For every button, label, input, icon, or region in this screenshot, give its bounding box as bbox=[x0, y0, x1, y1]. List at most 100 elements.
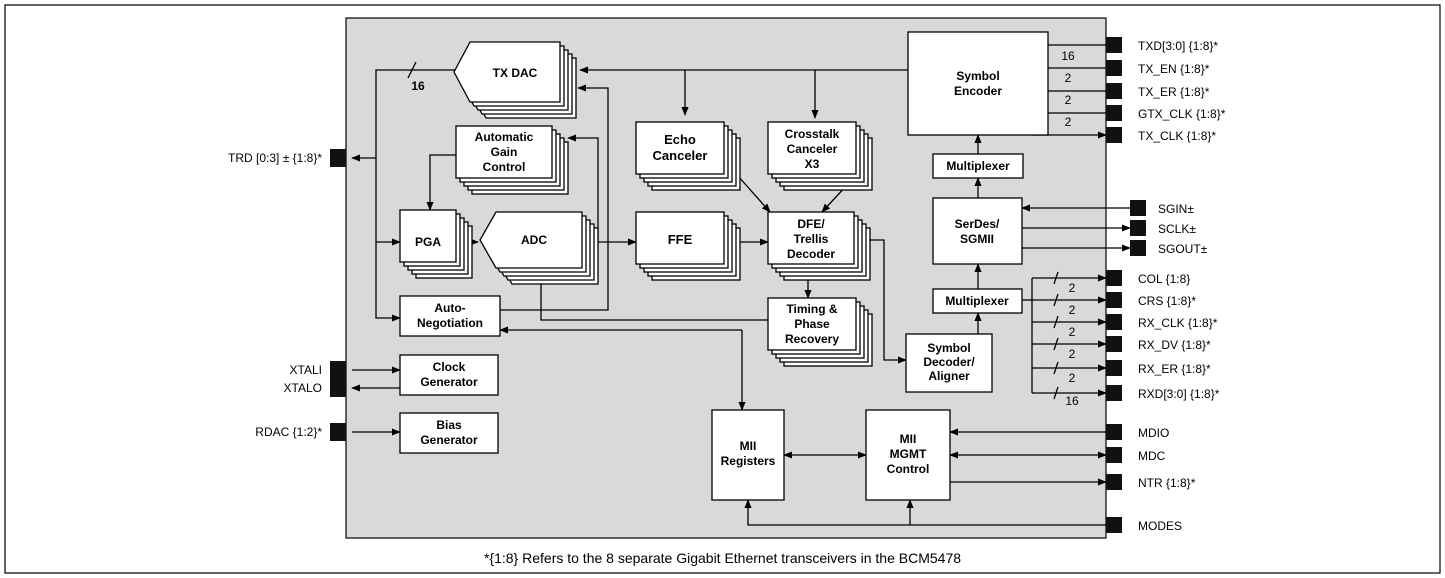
adc-block: ADC bbox=[479, 211, 599, 285]
sym-dec-line1: Symbol bbox=[927, 341, 970, 355]
pin-label-xtali: XTALI bbox=[290, 363, 322, 377]
sym-dec-line3: Aligner bbox=[928, 369, 970, 383]
left-pins: TRD [0:3] ± {1:8}* XTALI XTALO RDAC {1:2… bbox=[228, 149, 346, 441]
mii-registers-block: MII Registers bbox=[711, 409, 785, 501]
pin-xtalo bbox=[330, 379, 346, 397]
tx-dac-block: TX DAC bbox=[453, 41, 577, 119]
pin-rdac bbox=[330, 423, 346, 441]
mii-mgmt-block: MII MGMT Control bbox=[865, 409, 951, 501]
bias-generator-block: Bias Generator bbox=[399, 412, 499, 454]
pin-label-rx-dv: RX_DV {1:8}* bbox=[1138, 338, 1211, 352]
pin-ntr bbox=[1106, 474, 1122, 490]
autoneg-line2: Negotiation bbox=[417, 316, 483, 330]
mii-reg-line2: Registers bbox=[721, 454, 776, 468]
sym-enc-line1: Symbol bbox=[956, 69, 999, 83]
pin-label-gtx-clk: GTX_CLK {1:8}* bbox=[1138, 107, 1226, 121]
bus-width-rx-clk: 2 bbox=[1069, 325, 1076, 339]
dfe-line1: DFE/ bbox=[797, 217, 825, 231]
pin-label-tx-en: TX_EN {1:8}* bbox=[1138, 62, 1210, 76]
clockgen-line1: Clock bbox=[433, 360, 466, 374]
pin-tx-er bbox=[1106, 83, 1122, 99]
pin-label-sclk: SCLK± bbox=[1158, 222, 1196, 236]
agc-line3: Control bbox=[483, 160, 526, 174]
pin-label-sgout: SGOUT± bbox=[1158, 242, 1208, 256]
bus-width-tx-dac: 16 bbox=[411, 79, 425, 93]
ffe-block: FFE bbox=[635, 211, 741, 281]
adc-label: ADC bbox=[521, 233, 547, 247]
pin-label-col: COL {1:8} bbox=[1138, 272, 1190, 286]
timing-line1: Timing & bbox=[786, 302, 837, 316]
pin-label-rx-er: RX_ER {1:8}* bbox=[1138, 362, 1211, 376]
pin-mdio bbox=[1106, 424, 1122, 440]
bus-width-labels: 16 16 2 2 2 2 2 2 2 2 16 bbox=[411, 49, 1079, 408]
biasgen-line2: Generator bbox=[420, 433, 478, 447]
pin-crs bbox=[1106, 292, 1122, 308]
biasgen-line1: Bias bbox=[436, 418, 462, 432]
multiplexer-bottom-block: Multiplexer bbox=[932, 288, 1023, 314]
pin-rx-er bbox=[1106, 360, 1122, 376]
mux-bot-label: Multiplexer bbox=[945, 294, 1009, 308]
bus-width-rx-dv: 2 bbox=[1069, 347, 1076, 361]
pin-rxd bbox=[1106, 385, 1122, 401]
bus-width-crs: 2 bbox=[1069, 303, 1076, 317]
pin-label-rxd: RXD[3:0] {1:8}* bbox=[1138, 387, 1220, 401]
pin-sgout bbox=[1130, 240, 1146, 256]
tx-dac-label: TX DAC bbox=[493, 66, 538, 80]
clock-generator-block: Clock Generator bbox=[399, 354, 499, 396]
mii-mgmt-line2: MGMT bbox=[890, 447, 927, 461]
crosstalk-canceler-block: Crosstalk Canceler X3 bbox=[767, 121, 873, 191]
bus-width-gtx-clk: 2 bbox=[1065, 115, 1072, 129]
pin-label-mdc: MDC bbox=[1138, 449, 1166, 463]
pin-txd bbox=[1106, 37, 1122, 53]
pin-label-txd: TXD[3:0] {1:8}* bbox=[1138, 39, 1218, 53]
footnote: *{1:8} Refers to the 8 separate Gigabit … bbox=[483, 550, 962, 566]
pin-label-mdio: MDIO bbox=[1138, 426, 1169, 440]
pin-label-rx-clk: RX_CLK {1:8}* bbox=[1138, 316, 1218, 330]
symbol-decoder-block: Symbol Decoder/ Aligner bbox=[905, 333, 993, 393]
crosstalk-line1: Crosstalk bbox=[785, 127, 840, 141]
crosstalk-line3: X3 bbox=[805, 157, 820, 171]
ffe-label: FFE bbox=[668, 232, 693, 247]
pin-xtali bbox=[330, 361, 346, 379]
pin-label-tx-er: TX_ER {1:8}* bbox=[1138, 85, 1210, 99]
symbol-encoder-block: Symbol Encoder bbox=[907, 31, 1049, 136]
mii-mgmt-line3: Control bbox=[887, 462, 930, 476]
pga-label: PGA bbox=[415, 235, 441, 249]
pin-tx-en bbox=[1106, 60, 1122, 76]
wires bbox=[351, 39, 1131, 526]
right-pins: TXD[3:0] {1:8}* TX_EN {1:8}* TX_ER {1:8}… bbox=[1106, 37, 1226, 533]
pin-label-trd: TRD [0:3] ± {1:8}* bbox=[228, 151, 322, 165]
bus-width-tx-er: 2 bbox=[1065, 93, 1072, 107]
agc-block: Automatic Gain Control bbox=[455, 125, 569, 195]
outer-border bbox=[4, 4, 1441, 574]
multiplexer-top-block: Multiplexer bbox=[932, 153, 1024, 179]
mii-mgmt-line1: MII bbox=[900, 432, 917, 446]
sym-dec-line2: Decoder/ bbox=[923, 355, 975, 369]
dfe-line2: Trellis bbox=[794, 232, 829, 246]
agc-line1: Automatic bbox=[475, 130, 534, 144]
timing-line2: Phase bbox=[794, 317, 830, 331]
bus-width-txd: 16 bbox=[1061, 49, 1075, 63]
pin-label-xtalo: XTALO bbox=[284, 381, 322, 395]
pin-mdc bbox=[1106, 447, 1122, 463]
serdes-block: SerDes/ SGMII bbox=[932, 197, 1023, 265]
pin-modes bbox=[1106, 517, 1122, 533]
bus-width-rx-er: 2 bbox=[1069, 371, 1076, 385]
dfe-block: DFE/ Trellis Decoder bbox=[767, 211, 871, 281]
pin-sclk bbox=[1130, 220, 1146, 236]
pin-label-tx-clk: TX_CLK {1:8}* bbox=[1138, 129, 1216, 143]
agc-line2: Gain bbox=[491, 145, 518, 159]
echo-line2: Canceler bbox=[653, 148, 708, 163]
auto-negotiation-block: Auto- Negotiation bbox=[399, 295, 501, 337]
pin-sgin bbox=[1130, 200, 1146, 216]
pin-label-modes: MODES bbox=[1138, 519, 1182, 533]
pin-col bbox=[1106, 270, 1122, 286]
pin-label-crs: CRS {1:8}* bbox=[1138, 294, 1196, 308]
pin-label-sgin: SGIN± bbox=[1158, 202, 1194, 216]
bus-width-col: 2 bbox=[1069, 281, 1076, 295]
pin-rx-clk bbox=[1106, 314, 1122, 330]
sym-enc-line2: Encoder bbox=[954, 84, 1002, 98]
pin-trd bbox=[330, 149, 346, 167]
echo-canceler-block: Echo Canceler bbox=[635, 121, 741, 191]
